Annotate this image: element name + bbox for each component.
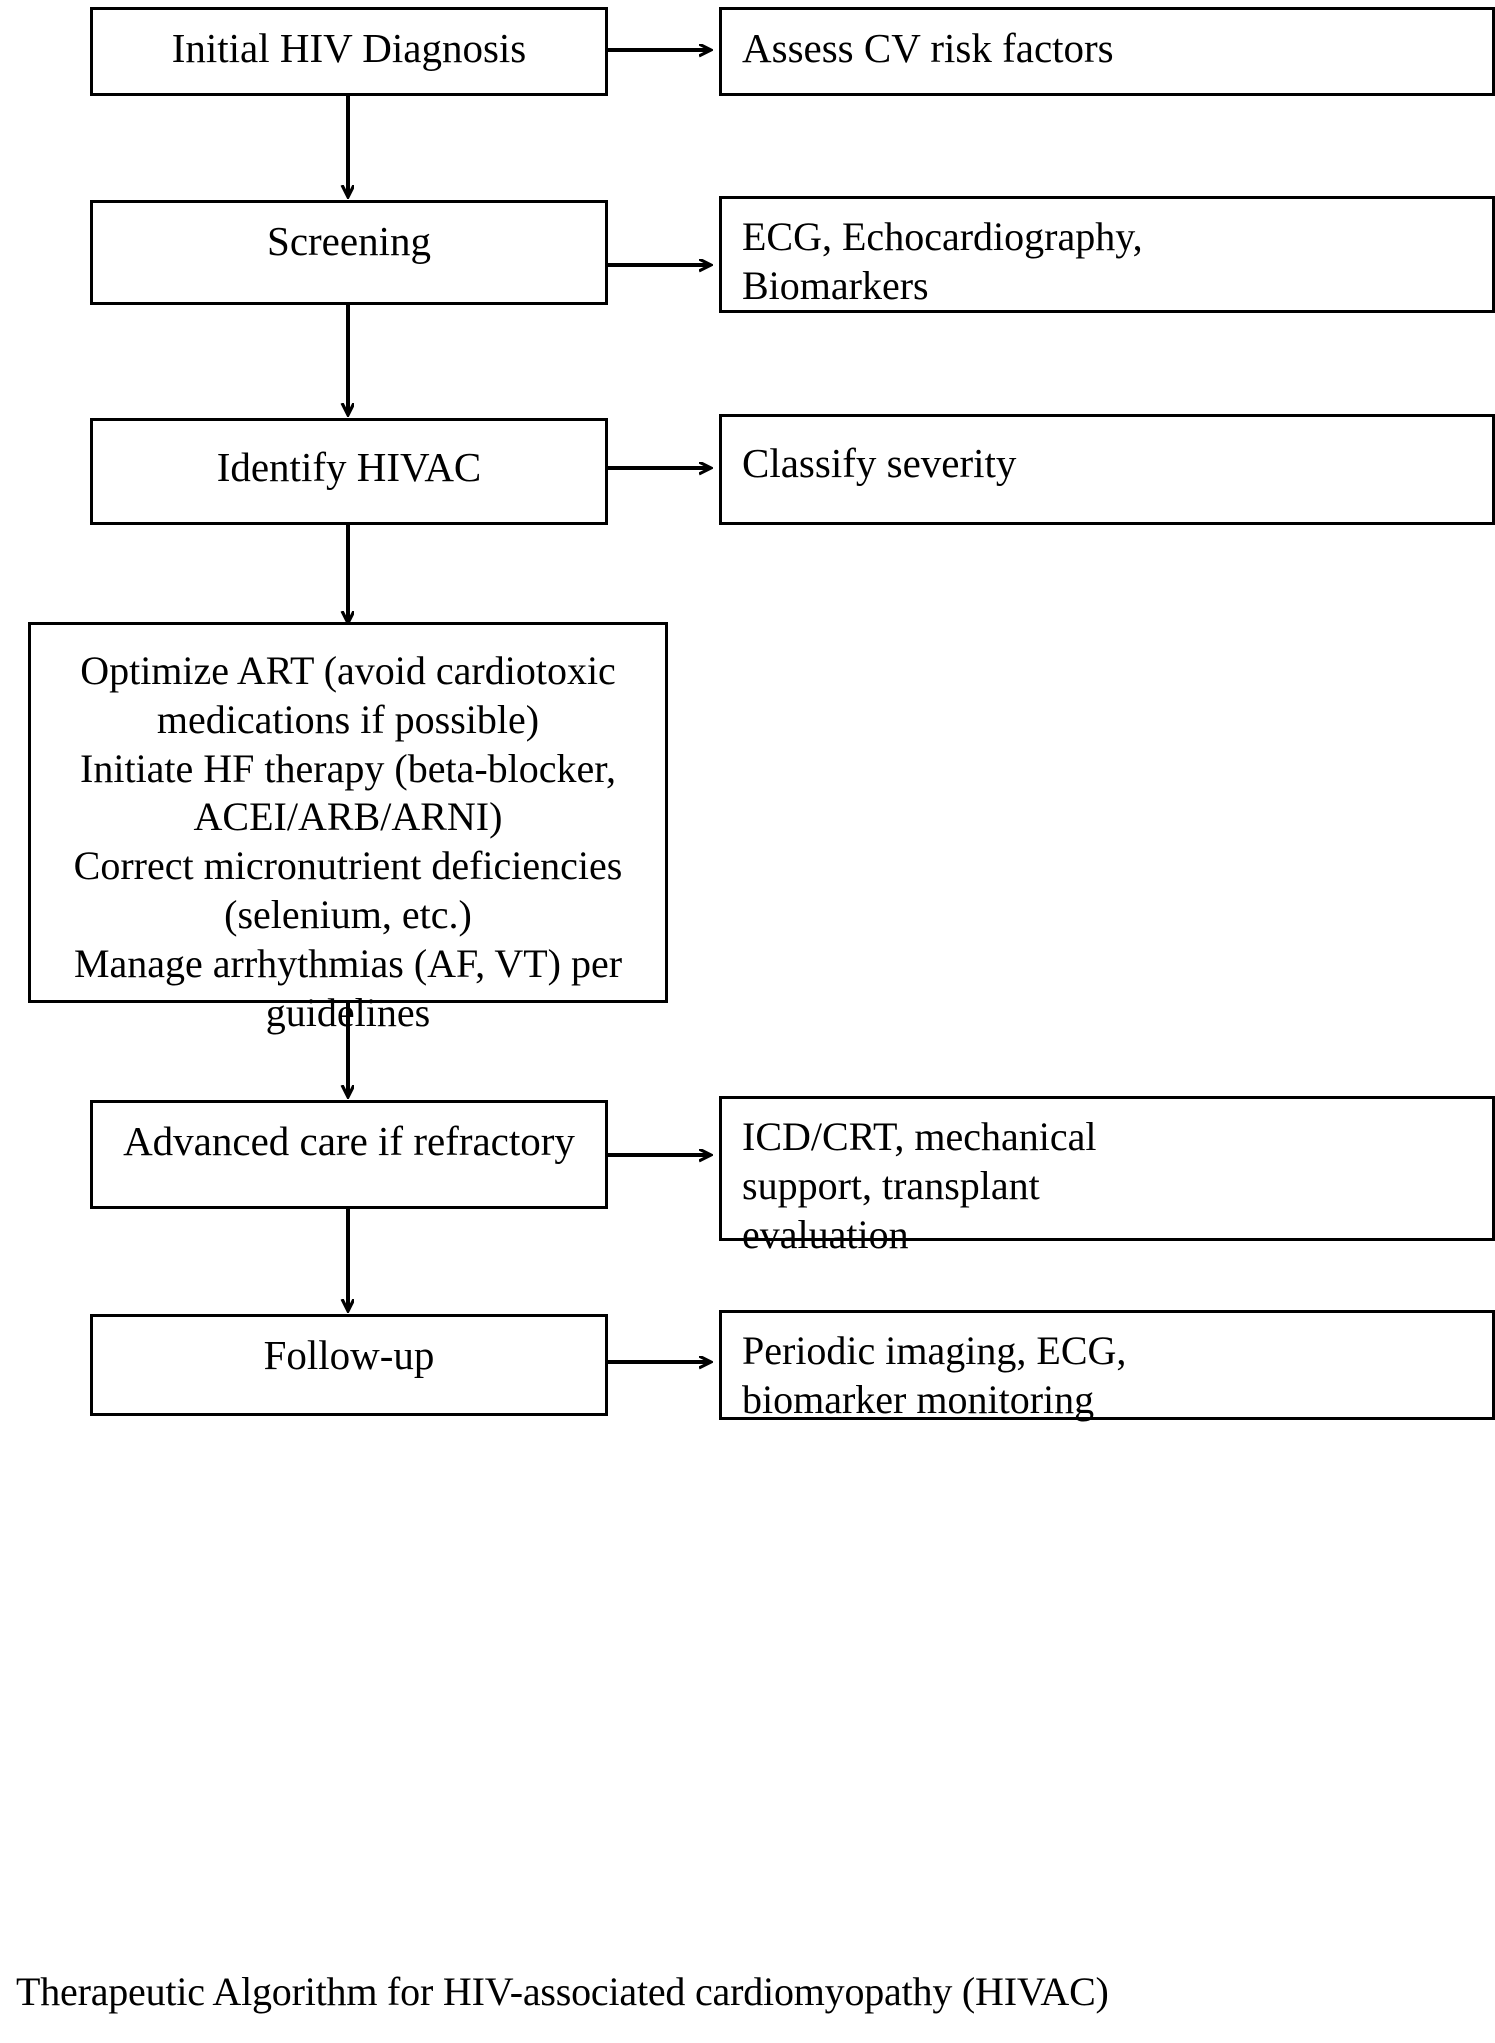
node-management-label: Optimize ART (avoid cardiotoxic medicati…	[73, 648, 623, 1035]
node-advanced-care-options[interactable]: ICD/CRT, mechanical support, transplant …	[719, 1096, 1495, 1257]
node-initial-hiv-diagnosis[interactable]: Initial HIV Diagnosis	[90, 7, 608, 96]
node-advanced-care-options-label: ICD/CRT, mechanical support, transplant …	[742, 1114, 1097, 1257]
node-classify-severity[interactable]: Classify severity	[719, 414, 1495, 525]
node-assess-cv-risk-factors-label: Assess CV risk factors	[742, 25, 1114, 71]
node-classify-severity-label: Classify severity	[742, 440, 1017, 486]
node-follow-up-label: Follow-up	[263, 1332, 435, 1378]
node-screening-label: Screening	[267, 218, 431, 264]
node-screening-tests-label: ECG, Echocardiography, Biomarkers	[742, 214, 1143, 308]
node-identify-hivac-label: Identify HIVAC	[216, 444, 482, 490]
node-initial-hiv-diagnosis-label: Initial HIV Diagnosis	[171, 25, 527, 71]
node-follow-up-actions-label: Periodic imaging, ECG, biomarker monitor…	[742, 1328, 1127, 1422]
figure-caption: Therapeutic Algorithm for HIV-associated…	[16, 1969, 1109, 2014]
node-assess-cv-risk-factors[interactable]: Assess CV risk factors	[719, 7, 1495, 96]
node-screening[interactable]: Screening	[90, 200, 608, 305]
node-follow-up[interactable]: Follow-up	[90, 1314, 608, 1416]
node-follow-up-actions[interactable]: Periodic imaging, ECG, biomarker monitor…	[719, 1310, 1495, 1422]
node-identify-hivac[interactable]: Identify HIVAC	[90, 418, 608, 525]
node-screening-tests[interactable]: ECG, Echocardiography, Biomarkers	[719, 196, 1495, 313]
node-advanced-care-label: Advanced care if refractory	[123, 1118, 575, 1164]
node-management[interactable]: Optimize ART (avoid cardiotoxic medicati…	[28, 622, 668, 1035]
node-advanced-care[interactable]: Advanced care if refractory	[90, 1100, 608, 1209]
